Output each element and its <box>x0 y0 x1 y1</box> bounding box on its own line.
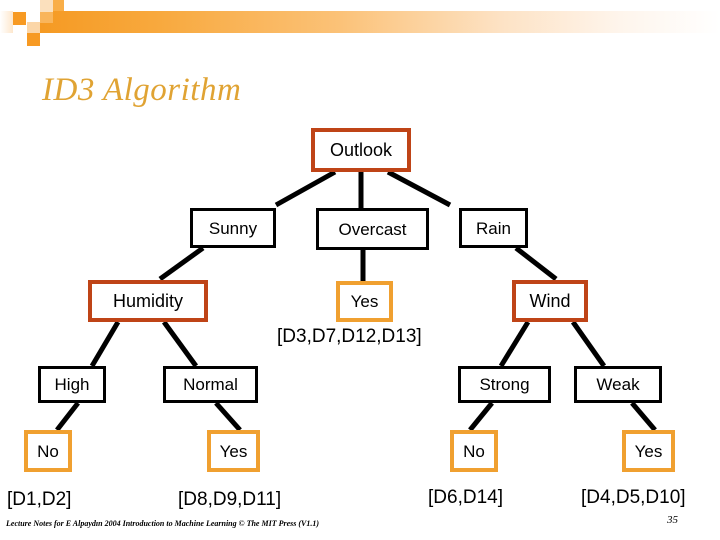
tree-branch-overcast-label: Overcast <box>338 219 407 239</box>
footer-citation: Lecture Notes for E Alpaydın 2004 Introd… <box>6 519 320 528</box>
tree-leaf-no-high-label: No <box>37 441 59 461</box>
tree-node-outlook[interactable]: Outlook <box>311 128 411 172</box>
examples-high-no: [D1,D2] <box>7 489 72 510</box>
examples-overcast-yes: [D3,D7,D12,D13] <box>277 326 422 347</box>
tree-node-yes-overcast-label: Yes <box>350 292 379 311</box>
tree-node-yes-overcast[interactable]: Yes <box>336 281 393 322</box>
header-square-pale-mid <box>27 22 40 35</box>
tree-leaf-yes-weak-label: Yes <box>634 441 663 461</box>
tree-leaf-no-strong-label: No <box>463 441 485 461</box>
page-title: ID3 Algorithm <box>42 72 242 108</box>
tree-branch-sunny-label: Sunny <box>208 218 258 238</box>
tree-branch-rain[interactable]: Rain <box>459 208 528 248</box>
tree-leaf-yes-weak[interactable]: Yes <box>622 430 675 472</box>
tree-branch-normal-label: Normal <box>183 375 238 394</box>
tree-branch-normal[interactable]: Normal <box>163 366 258 403</box>
tree-node-humidity[interactable]: Humidity <box>88 280 208 322</box>
tree-leaf-no-high[interactable]: No <box>24 430 72 472</box>
tree-node-humidity-label: Humidity <box>112 291 183 311</box>
tree-node-outlook-label: Outlook <box>329 140 393 160</box>
tree-node-wind-label: Wind <box>529 291 571 311</box>
header-square-mid <box>40 12 53 23</box>
header-fade-block <box>0 11 13 33</box>
tree-branch-weak-label: Weak <box>596 375 640 394</box>
tree-leaf-no-strong[interactable]: No <box>450 430 498 472</box>
tree-node-wind[interactable]: Wind <box>512 280 588 322</box>
header-square-pale-top <box>40 0 53 13</box>
tree-branch-weak[interactable]: Weak <box>574 366 662 403</box>
tree-branch-strong-label: Strong <box>479 375 530 394</box>
examples-normal-yes: [D8,D9,D11] <box>178 489 282 510</box>
tree-branch-rain-label: Rain <box>476 218 511 238</box>
tree-branch-strong[interactable]: Strong <box>458 366 551 403</box>
decorative-header-band <box>0 0 720 48</box>
tree-branch-high-label: High <box>54 375 90 394</box>
header-gradient-bar <box>40 11 720 33</box>
tree-branch-sunny[interactable]: Sunny <box>190 208 276 248</box>
header-square-amber-top <box>53 0 64 11</box>
tree-branch-overcast[interactable]: Overcast <box>316 208 429 250</box>
examples-weak-yes: [D4,D5,D10] <box>581 487 686 508</box>
header-square-orange-left <box>13 12 26 25</box>
examples-strong-no: [D6,D14] <box>428 487 503 508</box>
tree-branch-high[interactable]: High <box>38 366 106 403</box>
tree-leaf-yes-normal[interactable]: Yes <box>207 430 260 472</box>
page-number: 35 <box>667 514 678 526</box>
tree-leaf-yes-normal-label: Yes <box>219 441 248 461</box>
header-square-orange-bottom <box>27 33 40 46</box>
